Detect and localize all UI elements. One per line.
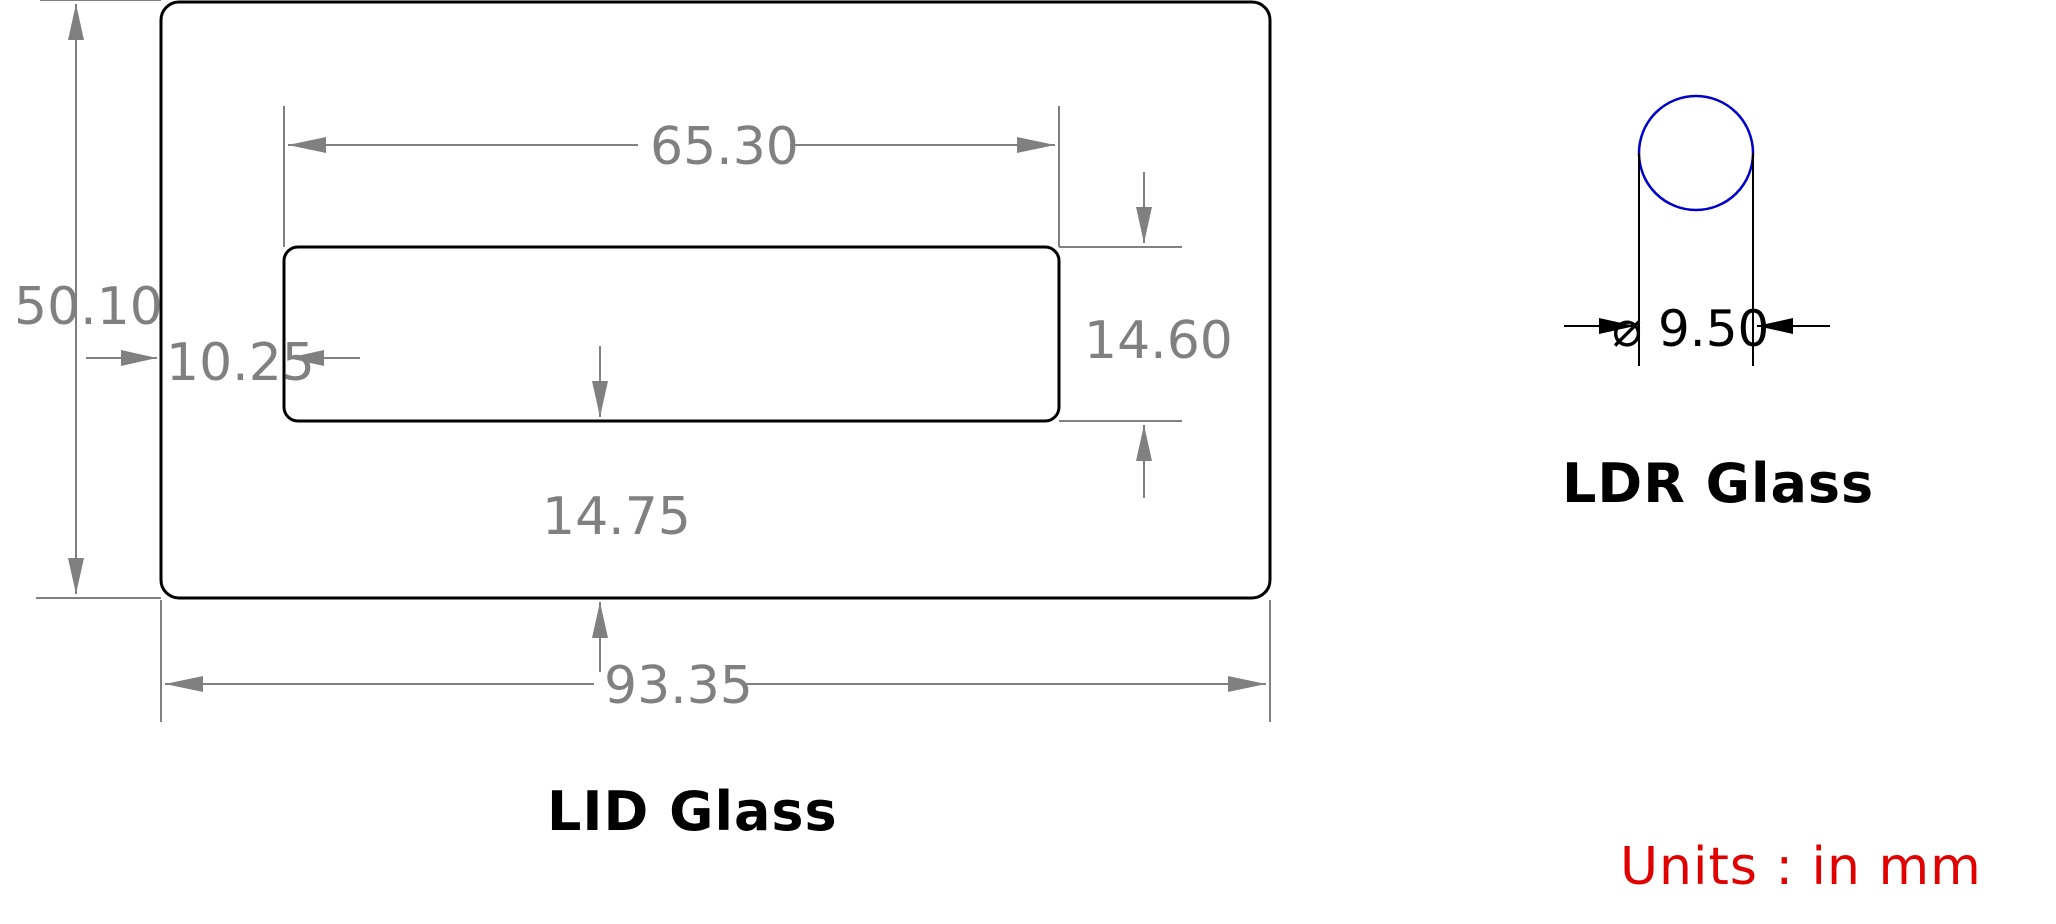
lid-glass-drawing: 50.10 93.35 65.30 <box>14 0 1272 843</box>
dim-window-width: 65.30 <box>283 106 1060 247</box>
lid-outer-outline <box>159 0 1272 600</box>
ldr-glass-drawing: ⌀ 9.50 LDR Glass <box>1562 94 1874 515</box>
ldr-circle-outline <box>1637 94 1755 212</box>
dim-diameter: ⌀ 9.50 <box>1564 153 1830 366</box>
ldr-glass-label: LDR Glass <box>1562 452 1874 515</box>
dim-overall-width: 93.35 <box>160 600 1271 722</box>
dim-bottom-offset-text: 14.75 <box>542 487 691 547</box>
dim-window-height: 14.60 <box>1059 172 1233 498</box>
units-note: Units : in mm <box>1620 837 1982 897</box>
dim-window-width-text: 65.30 <box>650 117 799 177</box>
diameter-symbol: ⌀ <box>1612 300 1642 358</box>
dim-overall-width-text: 93.35 <box>604 656 753 716</box>
dim-left-offset: 10.25 <box>86 333 360 393</box>
dim-diameter-text: 9.50 <box>1658 300 1769 358</box>
dim-left-offset-text: 10.25 <box>166 333 315 393</box>
dim-bottom-offset: 14.75 <box>542 346 691 672</box>
dim-overall-height: 50.10 <box>14 0 163 599</box>
lid-glass-label: LID Glass <box>547 780 838 843</box>
dim-overall-height-text: 50.10 <box>14 277 163 337</box>
lid-window-outline <box>282 245 1061 423</box>
dim-window-height-text: 14.60 <box>1084 311 1233 371</box>
